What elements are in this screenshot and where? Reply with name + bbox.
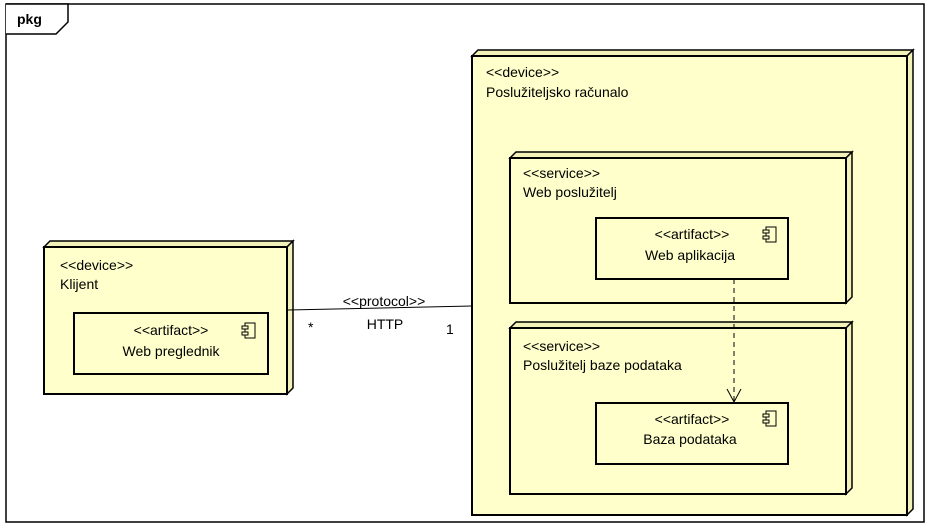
artifact-web-aplikacija[interactable]: <<artifact>> Web aplikacija — [595, 217, 789, 280]
artifact-stereotype: <<artifact>> — [655, 411, 730, 427]
artifact-baza-podataka[interactable]: <<artifact>> Baza podataka — [595, 402, 789, 465]
service-stereotype: <<service>> — [523, 338, 600, 354]
service-name: Web poslužitelj — [523, 184, 617, 200]
service-stereotype: <<service>> — [523, 165, 600, 181]
artifact-name: Web aplikacija — [645, 247, 735, 263]
artifact-stereotype: <<artifact>> — [134, 322, 209, 338]
artifact-name: Baza podataka — [643, 431, 737, 447]
association-line[interactable] — [287, 305, 473, 311]
artifact-name: Web preglednik — [122, 343, 220, 359]
association-stereotype: <<protocol>> — [343, 293, 426, 309]
server-stereotype: <<device>> — [486, 64, 559, 80]
dependency-arrow[interactable] — [726, 279, 742, 404]
component-icon — [241, 322, 256, 339]
service-name: Poslužitelj baze podataka — [523, 357, 682, 373]
client-stereotype: <<device>> — [60, 257, 133, 273]
server-multiplicity: 1 — [446, 321, 454, 337]
component-icon — [762, 226, 777, 243]
client-multiplicity: * — [308, 319, 314, 335]
client-name: Klijent — [60, 276, 98, 292]
association-name: HTTP — [367, 316, 404, 332]
artifact-web-preglednik[interactable]: <<artifact>> Web preglednik — [73, 312, 269, 375]
component-icon — [762, 410, 777, 427]
server-name: Poslužiteljsko računalo — [486, 84, 629, 100]
artifact-stereotype: <<artifact>> — [655, 226, 730, 242]
package-tab-label: pkg — [17, 11, 42, 27]
